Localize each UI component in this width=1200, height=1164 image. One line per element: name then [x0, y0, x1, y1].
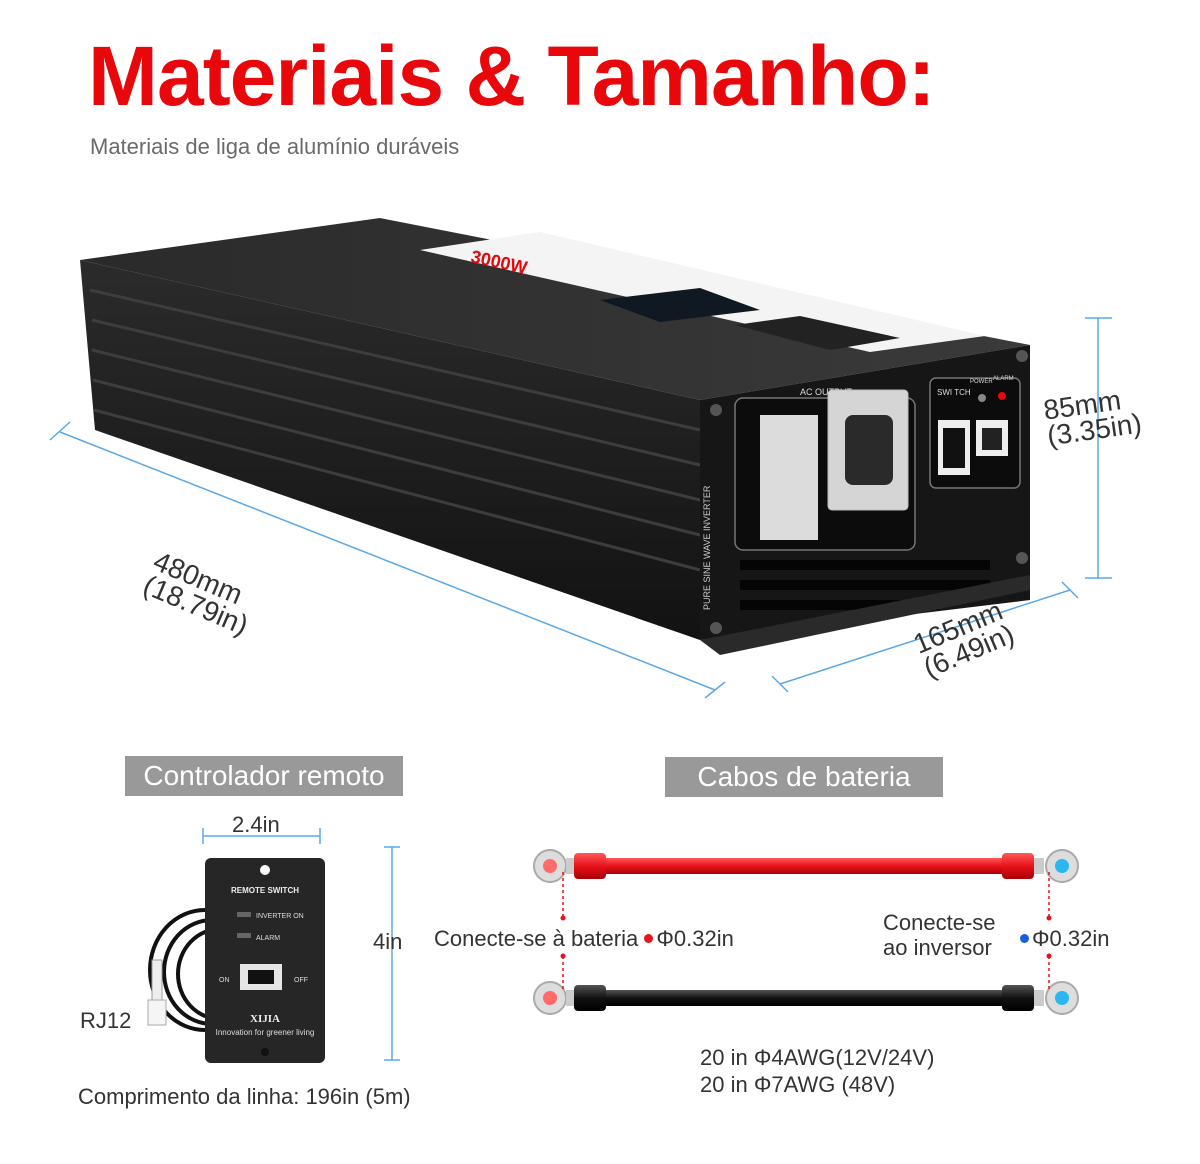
battery-connect-text: Conecte-se à bateria [434, 926, 639, 951]
power-label: POWER [970, 379, 993, 385]
inverter-connect-label: Conecte-se ao inversor [883, 910, 996, 960]
alarm-label: ALARM [993, 376, 1014, 382]
height-dimension: 85mm (3.35in) [1042, 384, 1144, 451]
dimension-lines [49, 317, 1112, 699]
black-cable [533, 981, 1079, 1015]
inverter-diameter: Φ0.32in [1032, 926, 1110, 951]
rj12-label: RJ12 [80, 1008, 132, 1033]
remote-on-label: ON [219, 977, 230, 984]
remote-slogan: Innovation for greener living [216, 1028, 315, 1037]
remote-width-label: 2.4in [232, 812, 280, 837]
red-cable [533, 849, 1079, 883]
cable-spec: 20 in Φ4AWG(12V/24V) 20 in Φ7AWG (48V) [700, 1044, 934, 1098]
inverter-terminal-icon [1055, 859, 1069, 873]
remote-brand: XIJIA [250, 1013, 280, 1025]
inverter-on-led-icon [237, 912, 251, 917]
remote-dimension-lines [202, 828, 400, 1061]
alarm-led-icon [237, 933, 251, 938]
remote-alarm-label: ALARM [256, 935, 280, 942]
alarm-led-icon [998, 392, 1006, 400]
inverter-connect-line2: ao inversor [883, 935, 992, 960]
inverter-top-face [80, 218, 1030, 400]
dashed-connectors [562, 872, 1050, 992]
inverter-dot-icon [1020, 934, 1029, 944]
ac-output-label: AC OUTPUT [800, 387, 853, 397]
remote-panel-title: REMOTE SWITCH [231, 886, 299, 895]
power-led-icon [978, 394, 986, 402]
battery-diameter: Φ0.32in [656, 926, 734, 951]
remote-height-label: 4in [373, 929, 403, 954]
inverter-diameter-label: Φ0.32in [1020, 926, 1110, 952]
page-title: Materiais & Tamanho: [88, 29, 936, 123]
remote-inverter-on-label: INVERTER ON [256, 913, 304, 920]
remote-section-header: Controlador remoto [125, 756, 403, 796]
inverter-connect-line1: Conecte-se [883, 910, 996, 935]
remote-off-label: OFF [294, 977, 308, 984]
rj12-plug-icon [147, 999, 167, 1026]
line-length-label: Comprimento da linha: 196in (5m) [78, 1084, 411, 1109]
cable-spec-2: 20 in Φ7AWG (48V) [700, 1072, 896, 1097]
page-subtitle: Materiais de liga de alumínio duráveis [90, 134, 460, 159]
inverter-terminal-icon [1055, 991, 1069, 1005]
battery-terminal-icon [543, 991, 557, 1005]
cable-spec-1: 20 in Φ4AWG(12V/24V) [700, 1045, 935, 1070]
battery-dot-icon [644, 934, 654, 944]
side-text: PURE SINE WAVE INVERTER [702, 485, 712, 610]
battery-connect-label: Conecte-se à bateria Φ0.32in [434, 926, 734, 952]
cables-section-header: Cabos de bateria [665, 757, 943, 797]
switch-label: SWI TCH [937, 388, 971, 397]
remote-panel [205, 858, 325, 1063]
battery-terminal-icon [543, 859, 557, 873]
